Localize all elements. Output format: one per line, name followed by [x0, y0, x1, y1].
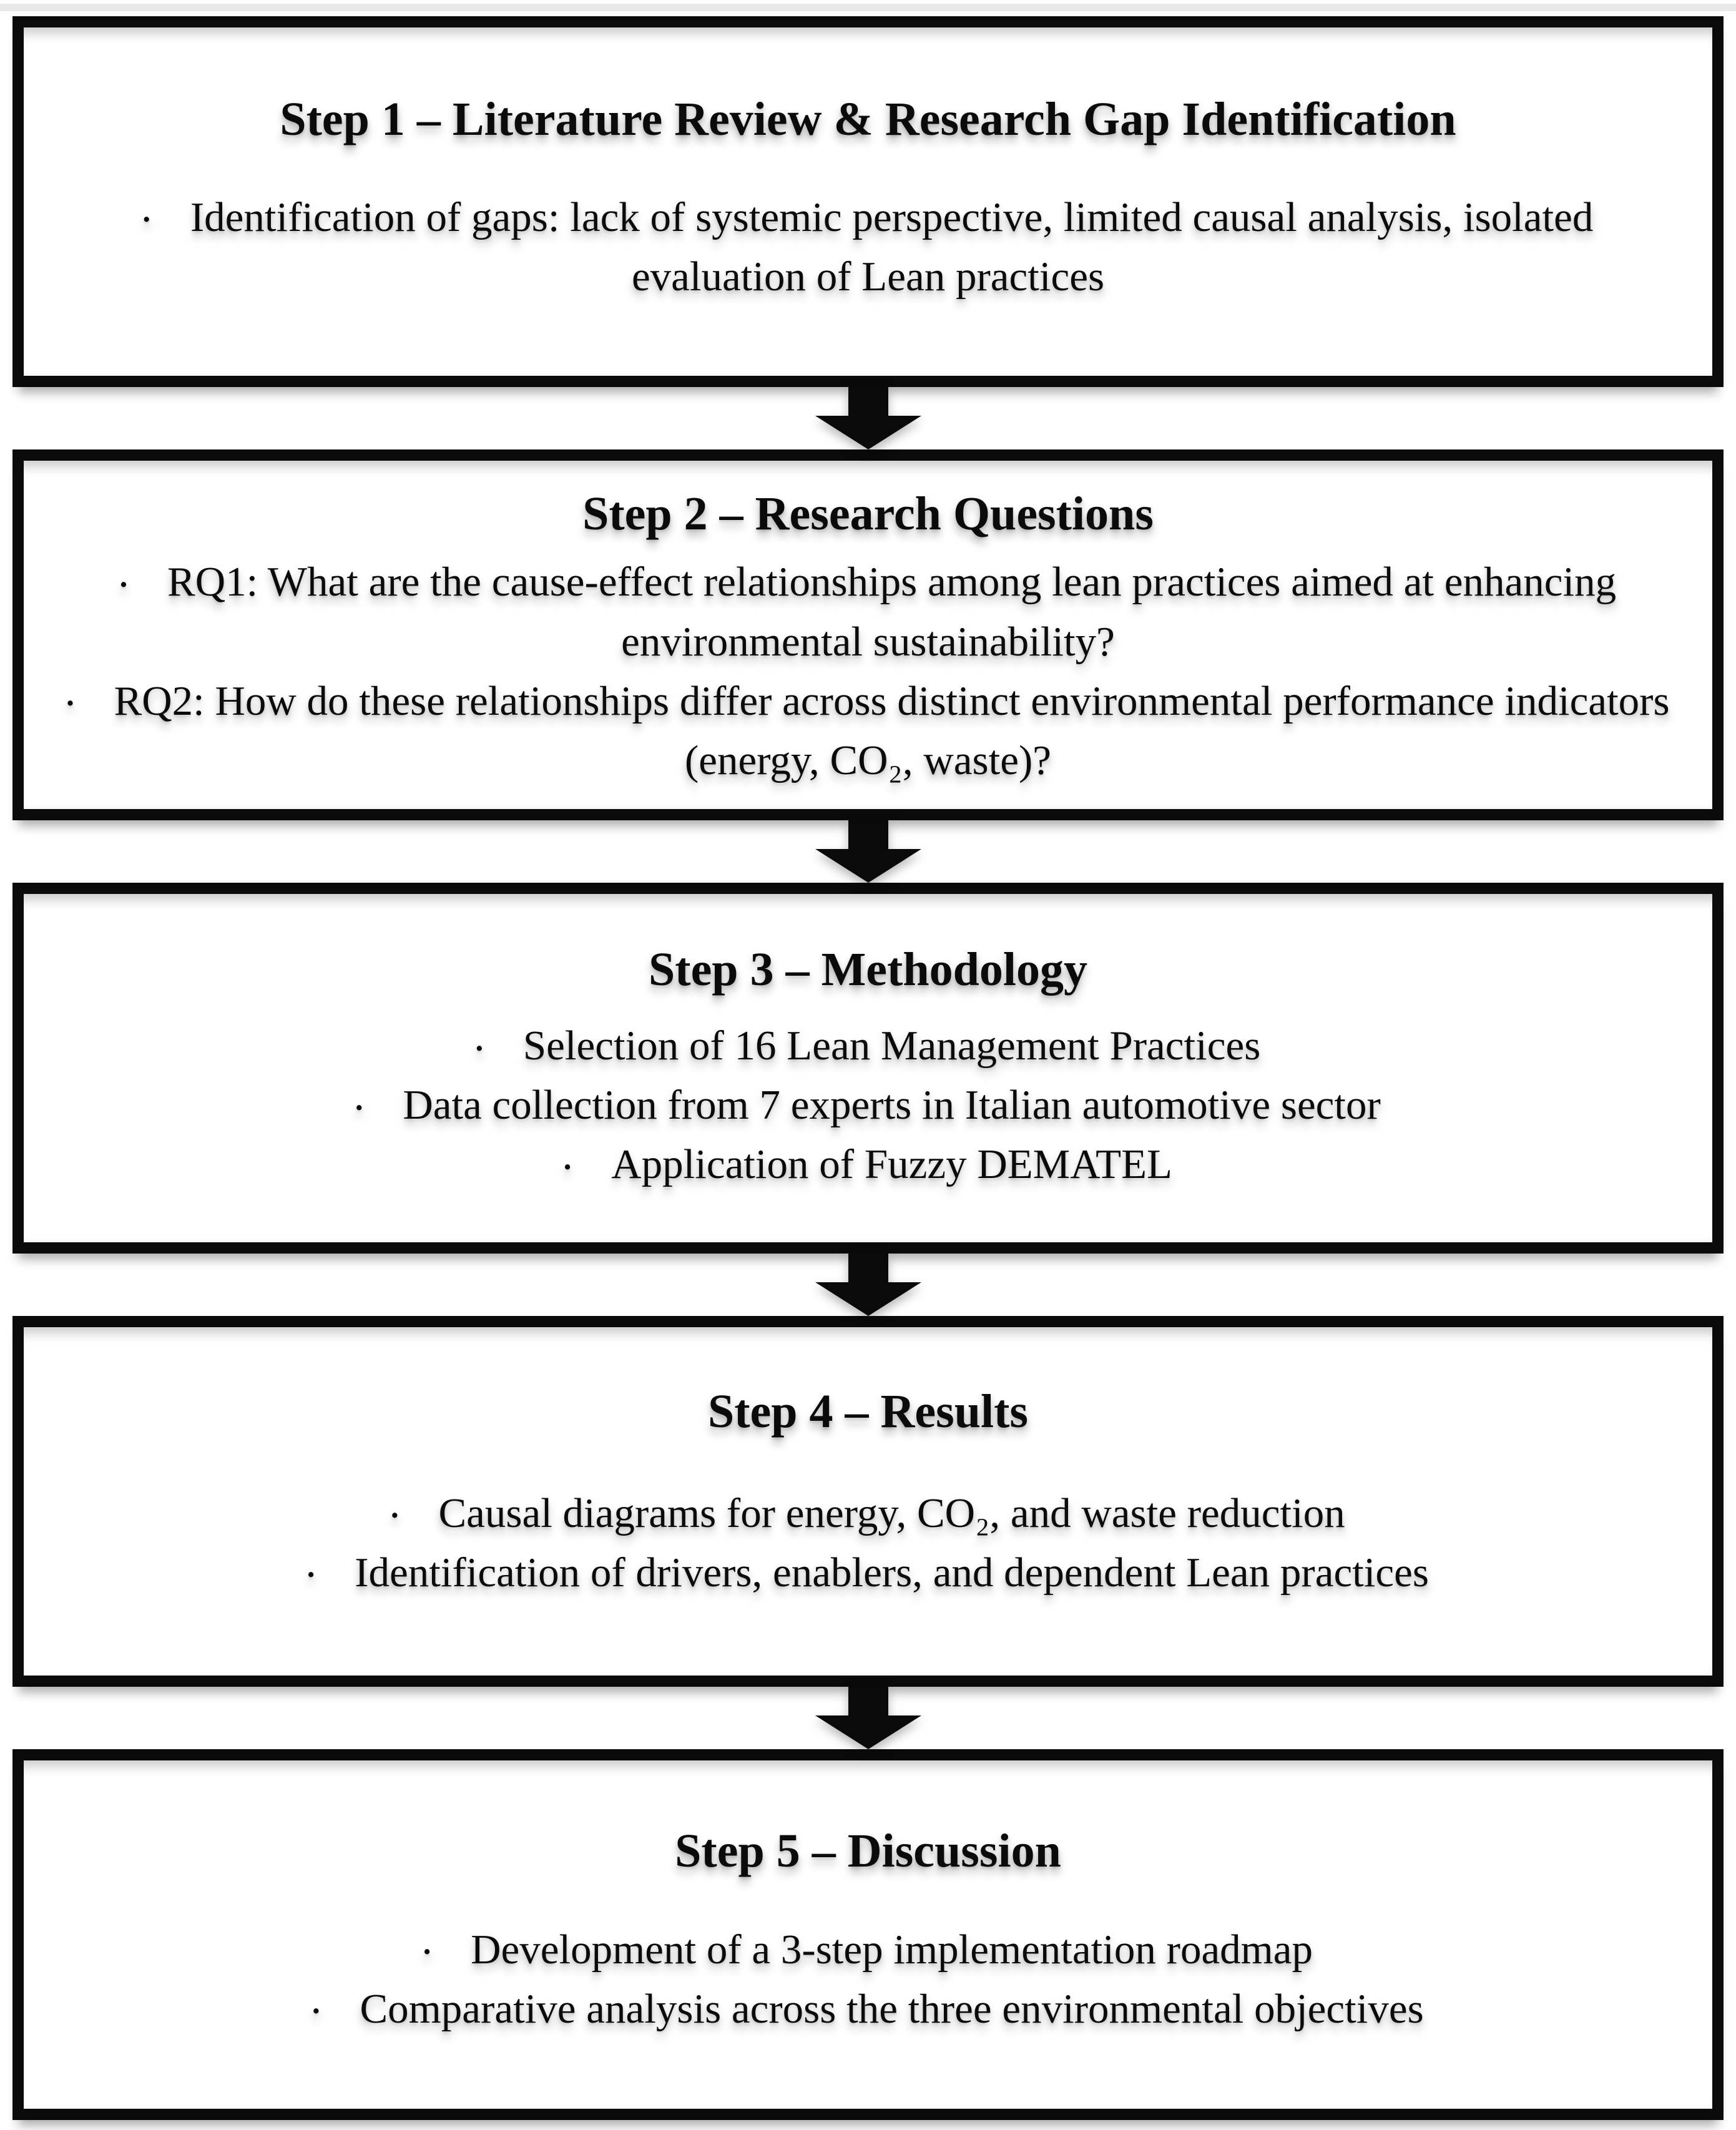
bullet-text: Data collection from 7 experts in Italia…: [403, 1082, 1381, 1129]
bullet-list: • Development of a 3-step implementation …: [57, 1878, 1679, 2109]
bullet-item: • RQ2: How do these relationships differ …: [56, 672, 1679, 790]
arrow-row: [12, 1687, 1724, 1749]
bullet-text: Development of a 3-step implementation r…: [471, 1926, 1313, 1973]
bullet-list: • RQ1: What are the cause-effect relation…: [41, 541, 1695, 809]
step-title: Step 2 – Research Questions: [582, 488, 1154, 540]
down-arrow-icon: [815, 1687, 921, 1749]
bullet-text: Selection of 16 Lean Management Practice…: [522, 1023, 1261, 1069]
bullet-list: • Selection of 16 Lean Management Practic…: [57, 997, 1679, 1242]
arrow-row: [12, 1254, 1724, 1316]
arrow-row: [12, 387, 1724, 449]
bullet-item: • Causal diagrams for energy, CO₂, and wa…: [391, 1484, 1345, 1543]
bullet-item: • Application of Fuzzy DEMATEL: [564, 1135, 1172, 1194]
down-arrow-icon: [815, 387, 921, 449]
down-arrow-icon: [815, 820, 921, 883]
bullet-marker: •: [312, 1999, 320, 2024]
bullet-list: • Identification of gaps: lack of systemi…: [57, 147, 1679, 376]
bullet-item: • RQ1: What are the cause-effect relation…: [56, 552, 1679, 671]
step-box-1: Step 1 – Literature Review & Research Ga…: [12, 16, 1724, 387]
bullet-item: • Identification of gaps: lack of systemi…: [109, 188, 1626, 307]
step-box-2: Step 2 – Research Questions • RQ1: What a…: [12, 449, 1724, 820]
bullet-item: • Data collection from 7 experts in Itali…: [355, 1076, 1381, 1135]
bullet-item: • Selection of 16 Lean Management Practic…: [476, 1016, 1261, 1076]
bullet-item: • Development of a 3-step implementation …: [423, 1920, 1313, 1980]
bullet-item: • Comparative analysis across the three e…: [312, 1980, 1423, 2039]
bullet-text: RQ2: How do these relationships differ a…: [114, 677, 1670, 783]
step-box-4: Step 4 – Results • Causal diagrams for en…: [12, 1316, 1724, 1687]
bullet-marker: •: [391, 1503, 399, 1528]
bullet-marker: •: [307, 1563, 315, 1588]
bullet-text: Application of Fuzzy DEMATEL: [611, 1141, 1172, 1188]
bullet-marker: •: [423, 1940, 431, 1965]
bullet-item: • Identification of drivers, enablers, an…: [307, 1543, 1429, 1602]
top-edge-strip: [0, 4, 1736, 11]
bullet-text: Causal diagrams for energy, CO₂, and was…: [438, 1490, 1345, 1536]
bullet-marker: •: [142, 207, 150, 232]
bullet-marker: •: [66, 691, 74, 716]
bullet-text: Identification of gaps: lack of systemic…: [190, 194, 1594, 300]
bullet-text: Identification of drivers, enablers, and…: [355, 1549, 1429, 1596]
bullet-text: Comparative analysis across the three en…: [360, 1985, 1424, 2032]
step-box-3: Step 3 – Methodology • Selection of 16 Le…: [12, 883, 1724, 1254]
bullet-marker: •: [564, 1154, 572, 1179]
down-arrow-icon: [815, 1254, 921, 1316]
step-title: Step 5 – Discussion: [675, 1825, 1061, 1877]
bullet-marker: •: [475, 1036, 483, 1061]
step-box-5: Step 5 – Discussion • Development of a 3-…: [12, 1749, 1724, 2120]
bullet-list: • Causal diagrams for energy, CO₂, and wa…: [57, 1439, 1679, 1676]
bullet-marker: •: [119, 572, 128, 597]
step-title: Step 3 – Methodology: [649, 943, 1087, 996]
bullet-text: RQ1: What are the cause-effect relations…: [167, 559, 1617, 665]
arrow-row: [12, 820, 1724, 883]
bullet-marker: •: [355, 1095, 363, 1120]
step-title: Step 1 – Literature Review & Research Ga…: [280, 93, 1456, 145]
step-title: Step 4 – Results: [707, 1385, 1029, 1438]
